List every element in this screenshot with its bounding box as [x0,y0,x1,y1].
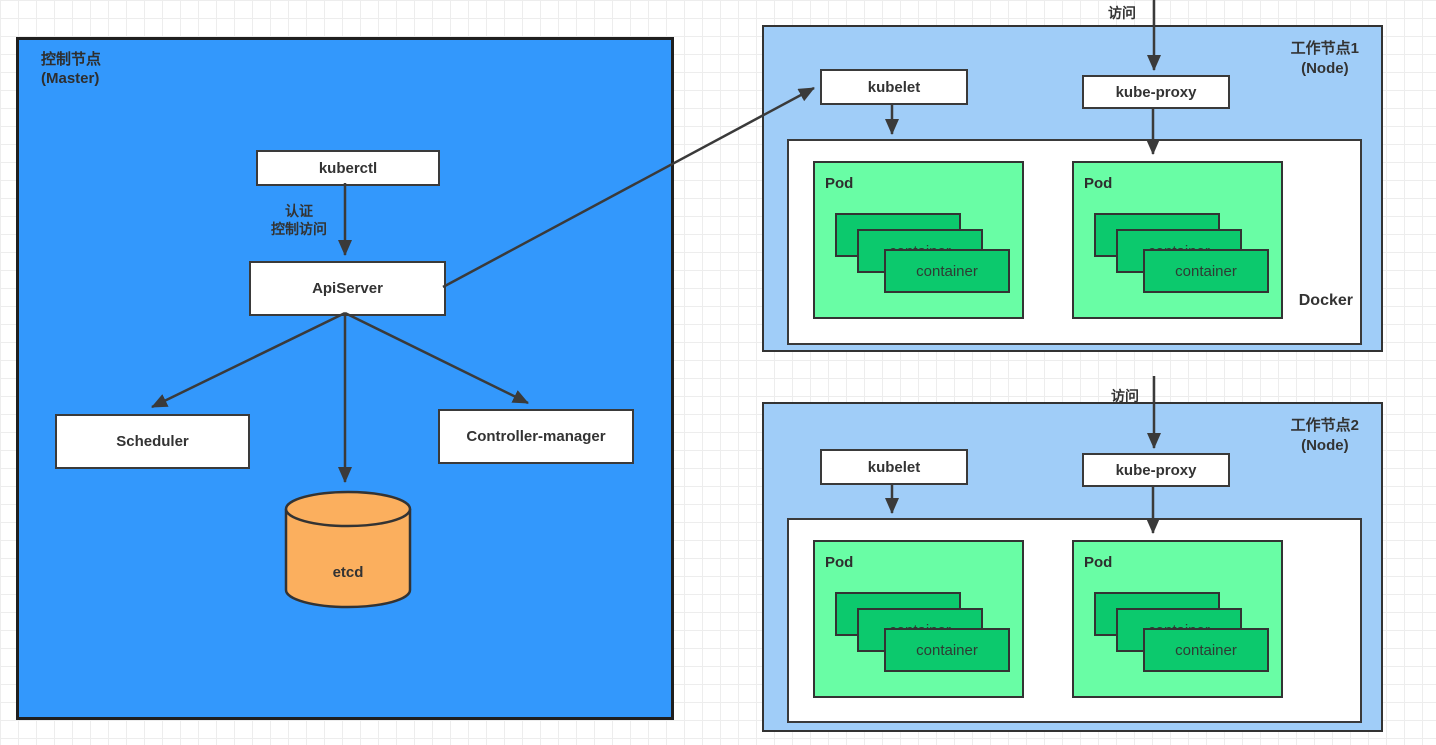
node2-pod2: Pod container container container [1072,540,1283,698]
scheduler-box: Scheduler [55,414,250,469]
node2-title-line2: (Node) [1301,437,1349,454]
node2-pod1: Pod container container container [813,540,1024,698]
auth-label-line1: 认证 [285,203,313,219]
node1-pod1: Pod container container container [813,161,1024,319]
node2-title: 工作节点2 (Node) [1291,416,1359,456]
node1-title: 工作节点1 (Node) [1291,39,1359,79]
kubectl-box: kuberctl [256,150,440,186]
auth-label-line2: 控制访问 [271,221,327,237]
pod-label: Pod [1084,175,1113,192]
visit-label-node1: 访问 [1108,5,1136,21]
node1-docker-box: Pod container container container Pod co… [787,139,1362,345]
worker-node-1-box: 工作节点1 (Node) kubelet kube-proxy Pod cont… [762,25,1383,352]
pod-label: Pod [825,554,854,571]
master-node-box: 控制节点 (Master) kuberctl 认证 控制访问 ApiServer… [16,37,674,720]
controller-manager-box: Controller-manager [438,409,634,464]
apiserver-box: ApiServer [249,261,446,316]
worker-node-2-box: 工作节点2 (Node) kubelet kube-proxy Pod cont… [762,402,1383,732]
node2-kubeproxy-box: kube-proxy [1082,453,1230,487]
pod-label: Pod [825,175,854,192]
container-box-front: container [884,628,1010,672]
auth-label: 认证 控制访问 [254,202,344,238]
node2-kubelet-box: kubelet [820,449,968,485]
etcd-cylinder-shape [284,490,412,609]
master-title-line1: 控制节点 [41,51,102,68]
master-title-line2: (Master) [41,70,100,87]
etcd-cylinder: etcd [284,489,412,610]
pod-label: Pod [1084,554,1113,571]
node1-kubeproxy-box: kube-proxy [1082,75,1230,109]
node1-kubelet-box: kubelet [820,69,968,105]
master-title: 控制节点 (Master) [41,50,101,88]
node1-title-line2: (Node) [1301,60,1349,77]
node2-docker-box: Pod container container container Pod co… [787,518,1362,723]
container-box-front: container [884,249,1010,293]
node1-docker-label: Docker [1298,292,1353,309]
node1-pod2: Pod container container container [1072,161,1283,319]
node1-title-line1: 工作节点1 [1290,40,1359,57]
node2-title-line1: 工作节点2 [1290,417,1359,434]
container-box-front: container [1143,249,1269,293]
etcd-label: etcd [332,564,364,582]
visit-label-node2: 访问 [1111,388,1139,404]
container-box-front: container [1143,628,1269,672]
